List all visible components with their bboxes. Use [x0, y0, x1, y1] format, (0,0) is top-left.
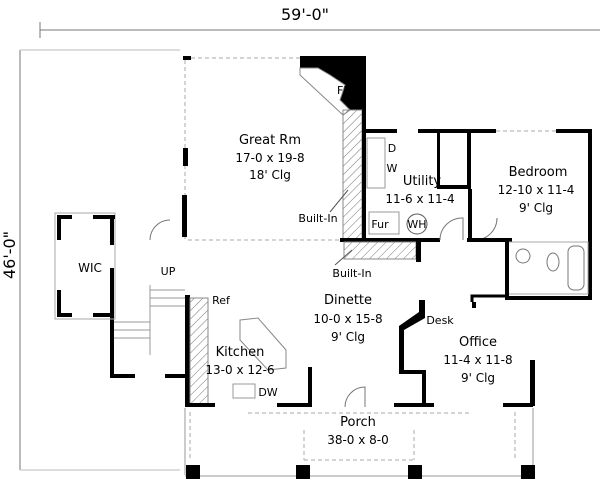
porch-post [296, 465, 310, 479]
dinette-size: 10-0 x 15-8 [313, 312, 382, 326]
desk-label: Desk [426, 314, 454, 327]
width-dimension: 59'-0" [39, 5, 600, 38]
kitchen-name: Kitchen [216, 345, 265, 360]
washer-label: W [387, 162, 398, 175]
utility-room: D W Utility 11-6 x 11-4 Fur WH Built-In [332, 129, 498, 280]
great-room-name: Great Rm [239, 133, 301, 148]
porch-post [521, 465, 535, 479]
dinette-ceiling: 9' Clg [331, 330, 365, 344]
dishwasher-label: DW [258, 386, 277, 399]
stairs: UP [110, 265, 187, 378]
utility-name: Utility [403, 174, 442, 189]
utility-size: 11-6 x 11-4 [385, 192, 454, 206]
porch-post [186, 465, 200, 479]
bedroom-size: 12-10 x 11-4 [498, 183, 575, 197]
office: Office 11-4 x 11-8 9' Clg [443, 294, 535, 406]
great-room-size: 17-0 x 19-8 [235, 151, 304, 165]
bedroom-name: Bedroom [509, 165, 568, 180]
bathtub-icon [567, 245, 585, 291]
refrigerator-label: Ref [212, 294, 231, 307]
dinette: Dinette 10-0 x 15-8 9' Clg Desk [313, 293, 454, 406]
porch: Porch 38-0 x 8-0 [184, 386, 535, 479]
furnace-label: Fur [371, 218, 389, 231]
dinette-name: Dinette [324, 293, 372, 308]
bedroom-ceiling: 9' Clg [519, 201, 553, 215]
kitchen: Ref Kitchen 13-0 x 12-6 DW [185, 294, 312, 407]
depth-dimension-label: 46'-0" [0, 231, 19, 279]
porch-name: Porch [340, 415, 376, 430]
depth-dimension: 46'-0" [0, 49, 180, 471]
built-in-label: Built-In [298, 212, 337, 225]
kitchen-size: 13-0 x 12-6 [205, 363, 274, 377]
stairs-up-label: UP [161, 265, 176, 278]
built-in-label-2: Built-In [332, 267, 371, 280]
sink-icon [515, 248, 531, 264]
porch-size: 38-0 x 8-0 [327, 433, 389, 447]
office-size: 11-4 x 11-8 [443, 353, 512, 367]
bedroom: Bedroom 12-10 x 11-4 9' Clg [467, 129, 592, 300]
island-icon [239, 317, 287, 371]
water-heater-label: WH [407, 218, 426, 231]
office-name: Office [459, 335, 497, 350]
great-room-ceiling: 18' Clg [249, 168, 291, 182]
width-dimension-label: 59'-0" [281, 5, 329, 24]
wic-name: WIC [78, 261, 102, 275]
fireplace-label: FP [337, 84, 350, 97]
office-ceiling: 9' Clg [461, 371, 495, 385]
great-room: FP Great Rm 17-0 x 19-8 18' Clg Built-In [182, 56, 366, 242]
walk-in-closet: WIC [54, 212, 171, 320]
dryer-label: D [388, 142, 396, 155]
toilet-icon [546, 252, 560, 272]
front-door[interactable] [344, 386, 366, 408]
porch-post [408, 465, 422, 479]
